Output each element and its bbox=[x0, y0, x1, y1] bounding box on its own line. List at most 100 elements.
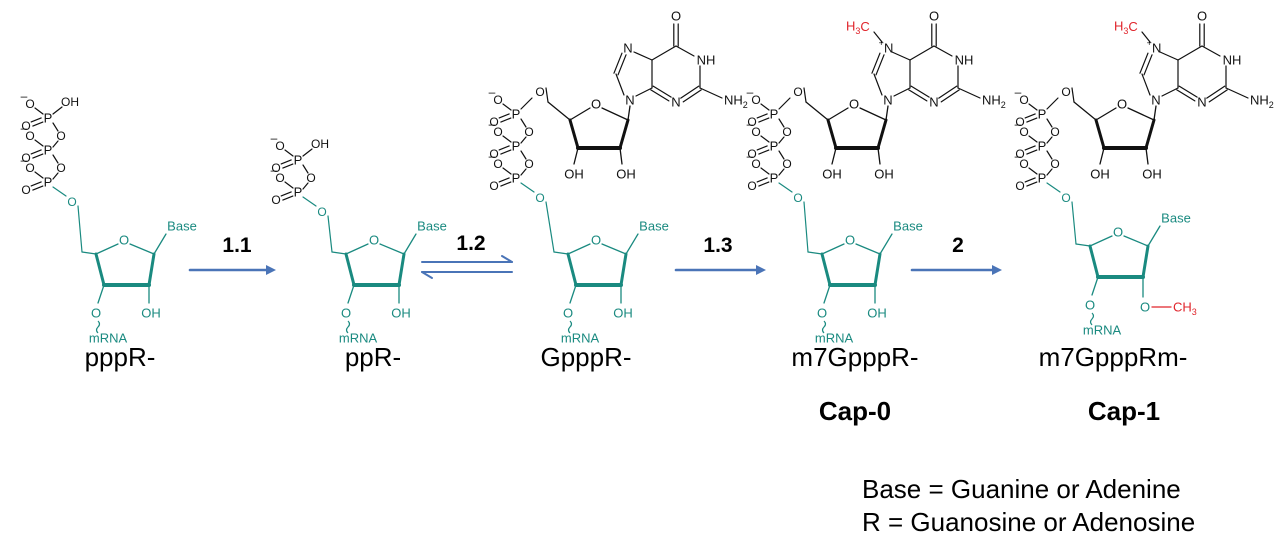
carbonyl-oxygen: O bbox=[671, 9, 681, 24]
pyrimidine-double bbox=[940, 89, 960, 103]
p-double-bond bbox=[280, 191, 292, 197]
imid-bond bbox=[893, 87, 911, 97]
p-o5-bond bbox=[520, 97, 533, 110]
c3-oxygen: O bbox=[1085, 298, 1095, 313]
p-o-bond bbox=[284, 181, 294, 189]
phosphate-oxygen: O bbox=[271, 193, 280, 207]
negative-charge: – bbox=[489, 149, 496, 163]
bridge-bond bbox=[520, 150, 527, 160]
p-o-bond bbox=[34, 139, 44, 147]
imid-double bbox=[871, 52, 881, 74]
p-o-bond bbox=[760, 135, 770, 143]
mrna-label: mRNA bbox=[1083, 323, 1122, 338]
phosphorus: P bbox=[1038, 171, 1047, 186]
pyrimidine-double bbox=[1206, 85, 1226, 99]
bridge-bond bbox=[302, 182, 309, 190]
n3: N bbox=[671, 95, 680, 110]
cap-hydroxyl: OH bbox=[1090, 167, 1110, 182]
p-double-bond bbox=[758, 181, 770, 187]
ring-bond-bold bbox=[820, 252, 832, 287]
imid-double bbox=[1143, 54, 1153, 76]
imid-bond bbox=[635, 87, 653, 97]
arrow-step-1-1-head bbox=[266, 265, 276, 275]
ring-bond-bold bbox=[566, 252, 578, 287]
c3-bond bbox=[1091, 276, 1099, 296]
o5-oxygen: O bbox=[317, 205, 326, 219]
p-o-bond bbox=[34, 171, 44, 179]
phosphorus: P bbox=[1038, 107, 1047, 122]
cap-o5-oxygen: O bbox=[1061, 85, 1070, 99]
phosphorus: P bbox=[44, 111, 53, 126]
glycosidic-bond bbox=[1153, 105, 1157, 121]
bridge-bond bbox=[52, 154, 59, 164]
o5-oxygen: O bbox=[67, 195, 76, 209]
o5-c5-bond bbox=[77, 205, 83, 253]
ring-bond-bold bbox=[1141, 244, 1150, 279]
step-label-2: 2 bbox=[952, 234, 964, 257]
c2-hydroxyl: OH bbox=[391, 306, 411, 321]
cap-c5-bond bbox=[805, 101, 829, 121]
compound-label-gpppr: GpppR- bbox=[540, 342, 632, 372]
ring-bond-bold bbox=[147, 252, 156, 287]
bridging-oxygen: O bbox=[782, 125, 791, 139]
phosphate-oxygen: O bbox=[751, 93, 760, 107]
phosphate-oxygen: O bbox=[1019, 157, 1028, 171]
phosphorus: P bbox=[44, 143, 53, 158]
phosphate-oxygen: O bbox=[489, 179, 498, 193]
legend-r: R = Guanosine or Adenosine bbox=[862, 507, 1196, 537]
bridge-bond bbox=[520, 118, 527, 128]
carbonyl-oxygen: O bbox=[929, 9, 939, 24]
wavy-bond bbox=[345, 320, 351, 334]
p-double-bond bbox=[498, 145, 510, 151]
imid-double bbox=[1139, 52, 1149, 74]
p-double-bond bbox=[1026, 149, 1038, 155]
hydroxyl: OH bbox=[61, 95, 79, 109]
p-o5-bond bbox=[778, 97, 791, 110]
cap-ring-bond bbox=[601, 107, 629, 121]
phosphate-oxygen: O bbox=[271, 161, 280, 175]
base-bond bbox=[1147, 225, 1161, 247]
phosphorus: P bbox=[1038, 139, 1047, 154]
bridging-oxygen: O bbox=[56, 161, 65, 175]
p-o-bond bbox=[502, 103, 512, 111]
phosphate-oxygen: O bbox=[493, 93, 502, 107]
phosphate-oxygen: O bbox=[21, 119, 30, 133]
ring-bond-bold bbox=[94, 252, 106, 287]
legend-base: Base = Guanine or Adenine bbox=[862, 474, 1181, 504]
ring-oxygen: O bbox=[119, 233, 129, 248]
negative-charge: – bbox=[21, 89, 28, 103]
bridging-oxygen: O bbox=[1050, 125, 1059, 139]
bridge-bond bbox=[778, 136, 785, 144]
cap-ring-bond bbox=[827, 107, 849, 121]
compound-label-pppr: pppR- bbox=[84, 342, 156, 372]
wavy-bond bbox=[95, 320, 101, 334]
pyrimidine-double bbox=[908, 89, 928, 102]
p-double-bond bbox=[282, 195, 294, 201]
phosphorus: P bbox=[770, 139, 779, 154]
n9: N bbox=[883, 93, 892, 108]
p-double-bond bbox=[498, 177, 510, 183]
n1-h: NH bbox=[697, 53, 716, 68]
c3-bond bbox=[347, 284, 355, 304]
cap-oh-bond bbox=[877, 147, 881, 165]
c3-bond bbox=[569, 284, 577, 304]
glycosidic-bond bbox=[627, 105, 631, 121]
cap-ring-bond-bold bbox=[1144, 118, 1156, 150]
c2-hydroxyl: OH bbox=[613, 306, 633, 321]
phosphate-oxygen: O bbox=[747, 179, 756, 193]
phosphate-oxygen: O bbox=[1019, 93, 1028, 107]
ring-bond bbox=[601, 243, 627, 255]
pyrimidine-double bbox=[682, 89, 702, 103]
o5-c5-bond bbox=[327, 215, 333, 253]
wavy-bond bbox=[567, 320, 573, 334]
p-o5-bond bbox=[520, 182, 535, 193]
o5-oxygen: O bbox=[535, 191, 544, 205]
p-double-bond bbox=[32, 185, 44, 191]
carbonyl-oxygen: O bbox=[1197, 9, 1207, 24]
bridge-bond bbox=[778, 150, 785, 160]
base-label: Base bbox=[417, 219, 447, 234]
o5-c5-bond bbox=[1071, 201, 1077, 245]
mrna-label: mRNA bbox=[815, 331, 854, 346]
base-bond bbox=[879, 233, 893, 255]
